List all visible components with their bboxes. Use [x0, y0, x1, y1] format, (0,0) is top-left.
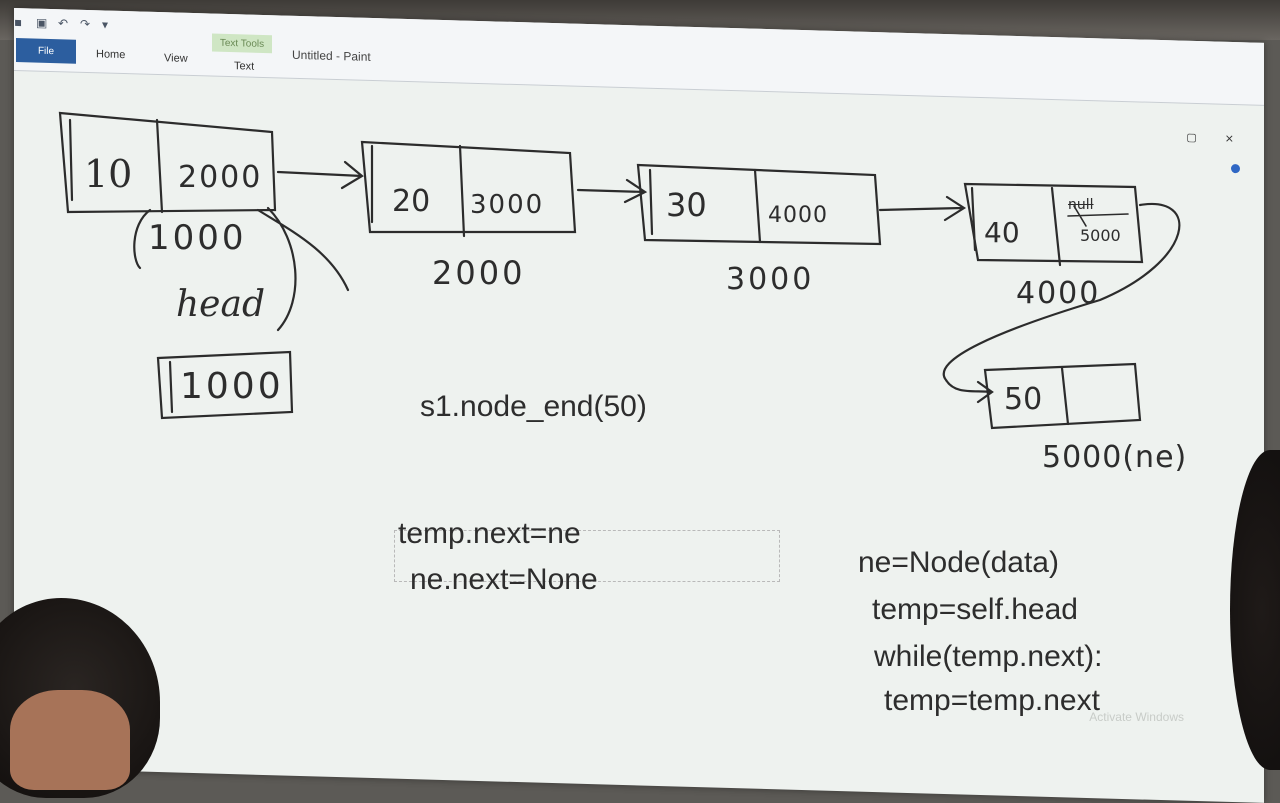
node-3-data: 30 — [666, 186, 707, 224]
node-1-next: 2000 — [178, 160, 263, 195]
head-label: head — [176, 284, 265, 325]
node-divider-5 — [1060, 366, 1070, 426]
text-selection-box[interactable] — [394, 530, 780, 582]
node-4-struck-null: null — [1068, 197, 1094, 213]
arrow-4-5 — [942, 202, 1181, 404]
head-arrow — [256, 206, 350, 332]
node-2-next: 3000 — [470, 190, 545, 220]
node-5-data: 50 — [1004, 382, 1043, 417]
node-box-3 — [636, 163, 882, 246]
address-node-2: 2000 — [432, 254, 526, 292]
node-box-5 — [983, 362, 1142, 430]
arrow-2-3 — [576, 178, 648, 204]
node-divider-3 — [753, 168, 762, 244]
node-3-next: 4000 — [768, 203, 828, 228]
node-box-2 — [360, 140, 577, 234]
code-while: while(temp.next): — [874, 640, 1103, 673]
address-node-4: 4000 — [1016, 276, 1101, 311]
node-box-1 — [58, 111, 277, 214]
node-divider-1 — [155, 118, 164, 214]
address-node-3: 3000 — [726, 262, 815, 297]
arrow-1-2 — [276, 160, 364, 190]
node-divider-4 — [1050, 186, 1062, 267]
head-address-top: 1000 — [148, 218, 247, 258]
arrow-3-4 — [878, 195, 967, 222]
node-1-data: 10 — [84, 152, 133, 196]
activate-windows-watermark: Activate Windows — [1089, 710, 1184, 724]
code-ne-next[interactable]: ne.next=None — [410, 563, 598, 596]
node-2-data: 20 — [392, 184, 431, 219]
node-4-data: 40 — [984, 216, 1020, 249]
code-temp-step: temp=temp.next — [884, 684, 1100, 717]
node-divider-2 — [458, 144, 466, 238]
address-node-5: 5000(ne) — [1042, 440, 1188, 475]
code-call: s1.node_end(50) — [420, 390, 647, 423]
paint-canvas[interactable] — [0, 0, 1280, 745]
node-4-next: 5000 — [1080, 226, 1121, 245]
code-temp-next: temp.next=ne — [398, 517, 581, 550]
head-address-box: 1000 — [180, 366, 284, 407]
code-ne-node: ne=Node(data) — [858, 546, 1059, 579]
code-temp-head: temp=self.head — [872, 593, 1078, 626]
head-box — [156, 350, 294, 420]
